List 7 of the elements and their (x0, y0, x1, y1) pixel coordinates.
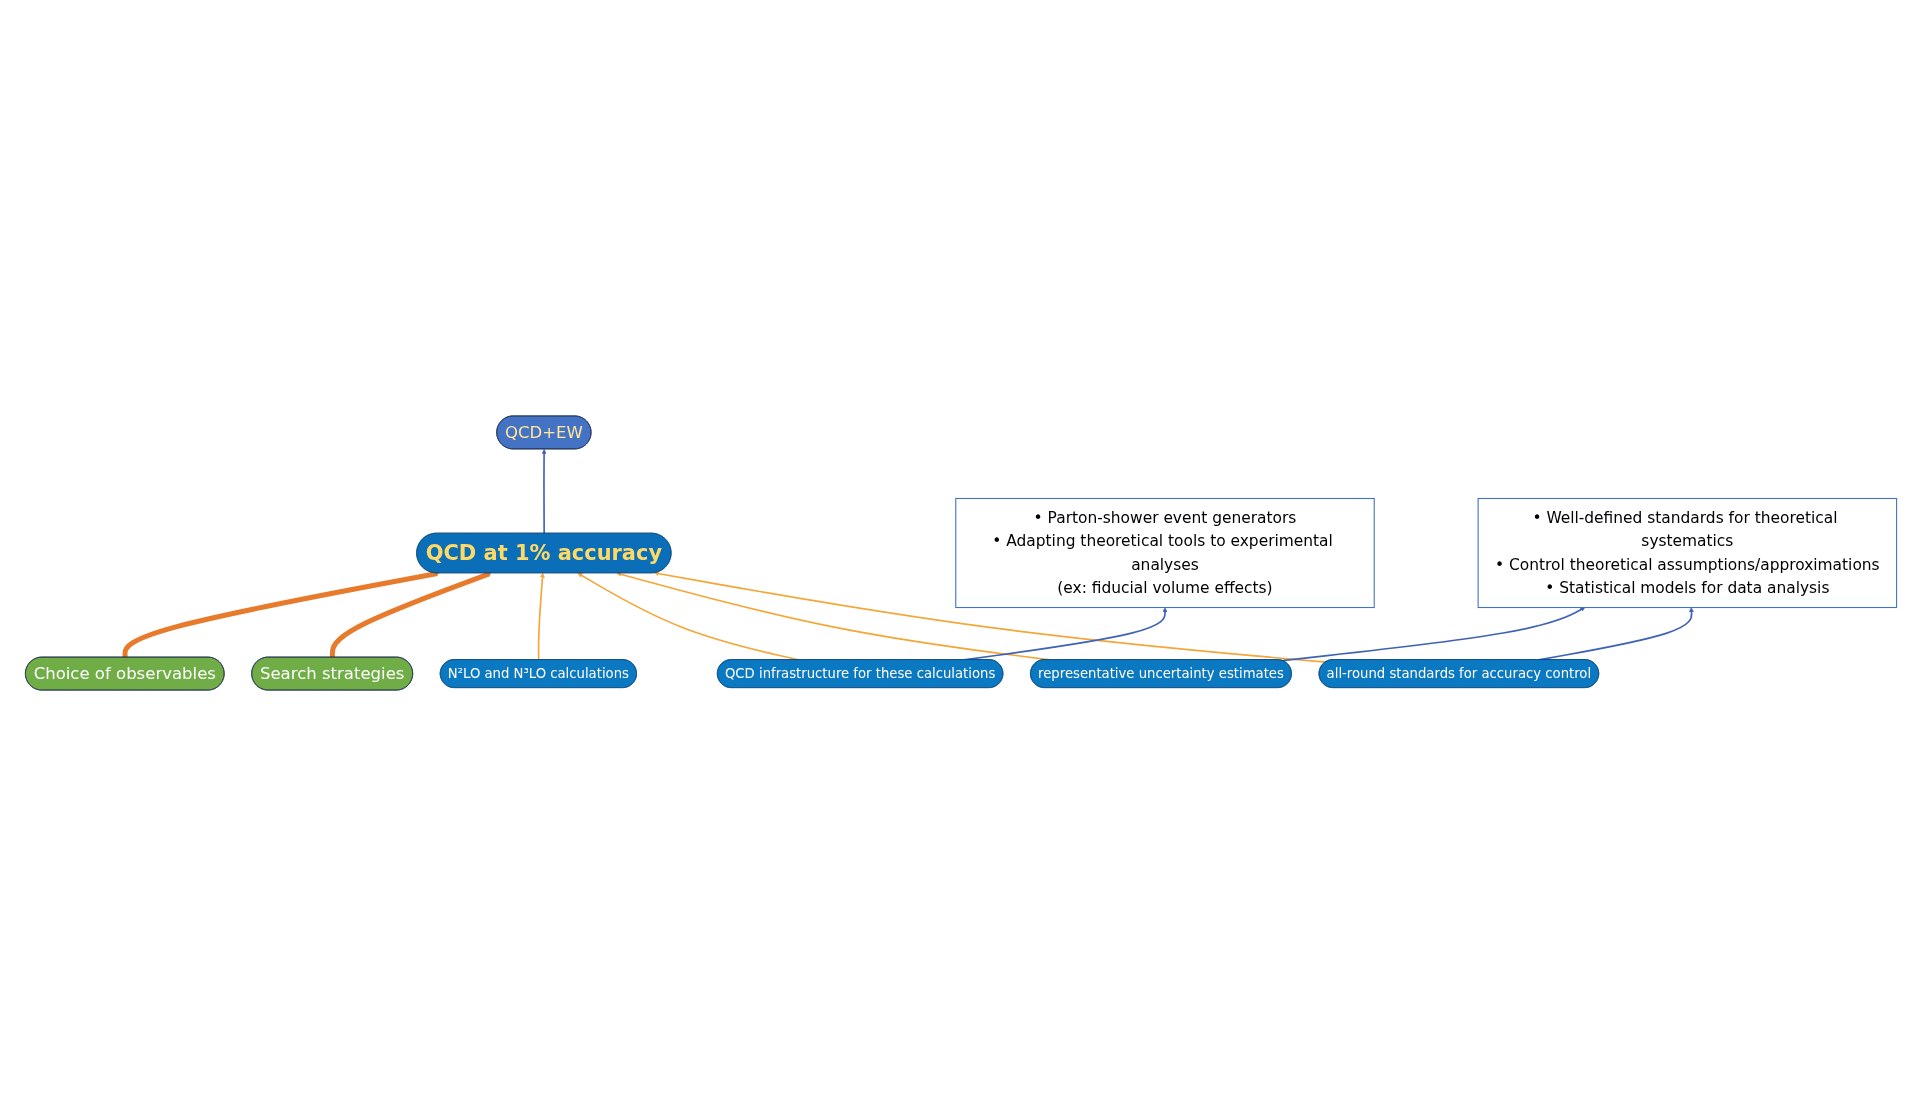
node-box: • Parton-shower event generators • Adapting theoretical tools to experimental analyses (ex: fiducial volume effects) (954, 497, 1375, 609)
arrow (329, 571, 491, 658)
arrow (1281, 607, 1585, 662)
arrow (541, 449, 547, 535)
arrow (653, 571, 1326, 663)
arrow (537, 572, 545, 661)
node-box: • Well-defined standards for theoretical systematics • Control theoretical assumptions/approximations • Statistical models for data analysis (1477, 497, 1897, 609)
